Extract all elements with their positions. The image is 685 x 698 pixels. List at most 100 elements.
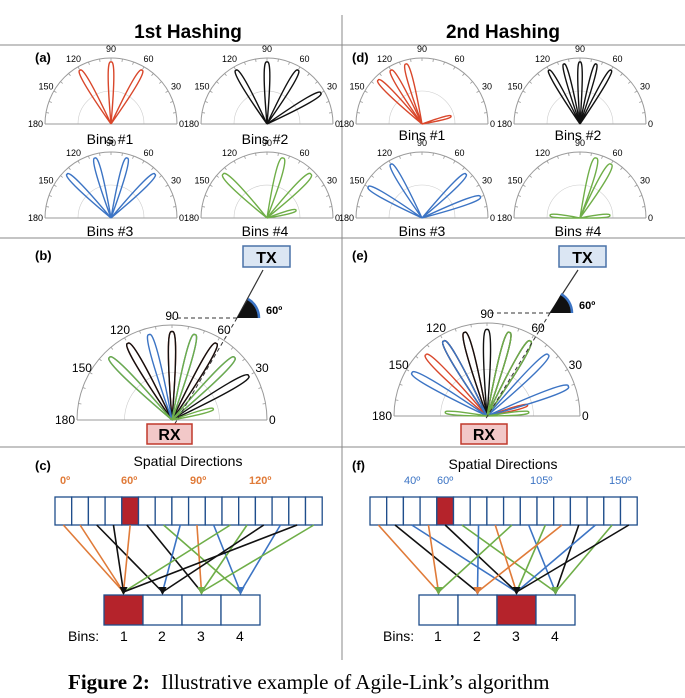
polar-tick-label-150: 150 bbox=[39, 176, 54, 186]
polar-tick-mark bbox=[165, 90, 169, 93]
polar-tick-mark bbox=[298, 66, 301, 70]
polar-tick-mark bbox=[476, 184, 480, 187]
polar-tick-mark bbox=[201, 206, 206, 208]
polar-tick-label-60: 60 bbox=[299, 54, 309, 64]
beam-lobe-120 bbox=[389, 163, 423, 219]
polar-tick-label-90: 90 bbox=[575, 138, 585, 148]
combined-lobe-75 bbox=[171, 333, 198, 421]
polar-tick-mark bbox=[426, 344, 430, 348]
polar-tick-mark bbox=[470, 81, 473, 84]
hash-connection bbox=[477, 524, 563, 593]
polar-tick-label-120: 120 bbox=[222, 148, 237, 158]
polar-tick-mark bbox=[60, 81, 63, 84]
polar-tick-mark bbox=[48, 101, 52, 103]
polar-tick-mark bbox=[557, 155, 559, 159]
bin-labels: Bins #1 Bins #2 Bins #3 Bins #4 Bins #1 … bbox=[87, 127, 602, 239]
polar-tick-mark bbox=[462, 167, 465, 170]
polar-tick-mark bbox=[634, 90, 638, 93]
combined-lobe-120 bbox=[126, 342, 173, 421]
polar-tick-mark bbox=[165, 184, 169, 187]
polar-tick-mark bbox=[481, 101, 485, 103]
polar-tick-mark bbox=[98, 358, 102, 362]
polar-tick-mark bbox=[159, 175, 162, 178]
polar-tick-mark bbox=[172, 112, 177, 114]
polar-inner-arc bbox=[546, 90, 614, 125]
polar-tick-mark bbox=[410, 58, 412, 63]
polar-tick-mark bbox=[514, 112, 519, 114]
combined-lobe-75 bbox=[486, 331, 512, 417]
polar-tick-mark bbox=[641, 112, 646, 114]
hash-arrowhead bbox=[236, 587, 245, 595]
polar-tick-mark bbox=[529, 81, 532, 84]
polar-tick-mark bbox=[307, 167, 310, 170]
polar-tick-mark bbox=[203, 330, 205, 334]
polar-tick-mark bbox=[277, 58, 279, 63]
polar-tick-label-30: 30 bbox=[482, 176, 492, 186]
polar-tick-label-30: 30 bbox=[640, 82, 650, 92]
polar-tick-mark bbox=[77, 160, 80, 164]
polar-tick-label-180: 180 bbox=[339, 119, 354, 129]
bin-number-2-left: 2 bbox=[158, 628, 166, 644]
frame-lines bbox=[0, 15, 685, 660]
hash-connection bbox=[123, 524, 298, 593]
beam-lobe-135 bbox=[376, 78, 423, 125]
polar-tick-mark bbox=[371, 81, 374, 84]
hash-connection bbox=[554, 524, 580, 593]
polar-tick-mark bbox=[288, 155, 290, 159]
polar-tick-mark bbox=[537, 73, 540, 76]
polar-tick-mark bbox=[216, 175, 219, 178]
beam-lobe-20 bbox=[421, 194, 482, 219]
direction-cell bbox=[569, 496, 588, 526]
rx-box-right: RX bbox=[460, 423, 508, 445]
polar-tick-label-30: 30 bbox=[171, 82, 181, 92]
combined-lobe-45 bbox=[171, 355, 237, 421]
hash-connection bbox=[516, 524, 630, 593]
polar-tick-label-120: 120 bbox=[66, 148, 81, 158]
polar-tick-mark bbox=[557, 61, 559, 65]
direction-cell bbox=[469, 496, 488, 526]
direction-cell bbox=[419, 496, 438, 526]
polar-tick-mark bbox=[590, 152, 592, 157]
polar-tick-label-60: 60 bbox=[143, 54, 153, 64]
beam-lobe-120 bbox=[78, 69, 112, 125]
panel-label-e: (e) bbox=[352, 248, 368, 263]
polar-tick-mark bbox=[432, 58, 434, 63]
polar-tick-mark bbox=[78, 403, 82, 405]
polar-tick-mark bbox=[233, 160, 236, 164]
polar-tick-mark bbox=[546, 160, 549, 164]
polar-tick-label-150: 150 bbox=[389, 358, 409, 372]
polar-tick-label-120: 120 bbox=[110, 323, 130, 337]
polar-tick-mark bbox=[388, 160, 391, 164]
beam-lobe-135 bbox=[221, 172, 268, 219]
polar-tick-mark bbox=[364, 184, 368, 187]
polar-tick-label-90: 90 bbox=[417, 138, 427, 148]
beam-lobe-15 bbox=[266, 208, 297, 219]
direction-cell bbox=[154, 496, 173, 526]
polar-tick-mark bbox=[432, 152, 434, 157]
polar-inner-arc bbox=[233, 184, 301, 219]
polar-tick-mark bbox=[321, 90, 325, 93]
polar-tick-label-150: 150 bbox=[39, 82, 54, 92]
polar-tick-mark bbox=[443, 61, 445, 65]
polar-tick-mark bbox=[529, 175, 532, 178]
beam-lobe-105 bbox=[403, 63, 423, 125]
polar-tick-mark bbox=[139, 330, 141, 334]
polar-tick-mark bbox=[415, 355, 419, 359]
polar-tick-mark bbox=[315, 175, 318, 178]
polar-tick-mark bbox=[470, 324, 472, 328]
polar-tick-label-0: 0 bbox=[648, 119, 653, 129]
hash-connection bbox=[427, 524, 440, 593]
polar-tick-mark bbox=[233, 66, 236, 70]
polar-tick-mark bbox=[476, 90, 480, 93]
polar-tick-label-150: 150 bbox=[508, 176, 523, 186]
polar-tick-label-60: 60 bbox=[454, 148, 464, 158]
polar-tick-label-150: 150 bbox=[72, 361, 92, 375]
polar-tick-label-150: 150 bbox=[350, 176, 365, 186]
polar-inner-arc bbox=[388, 90, 456, 125]
